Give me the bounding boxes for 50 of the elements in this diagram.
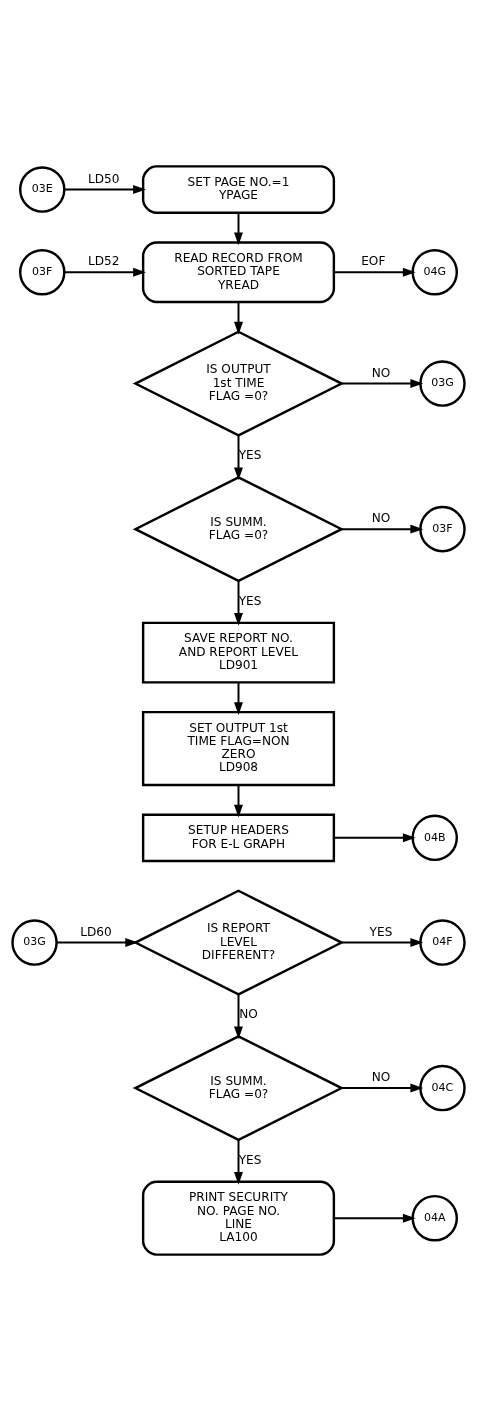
node-box: SET OUTPUT 1st TIME FLAG=NON ZERO LD908	[141, 710, 336, 786]
node-box: PRINT SECURITY NO. PAGE NO. LINE LA100	[141, 1180, 336, 1256]
node-circle: 03G	[419, 359, 466, 407]
arrow	[340, 1083, 424, 1093]
arrow	[340, 524, 424, 534]
node-circle: 04B	[411, 814, 458, 861]
edge-label: LD50	[87, 171, 120, 186]
arrow	[234, 579, 243, 626]
arrow	[234, 681, 243, 715]
edge-label: NO	[239, 1006, 258, 1021]
arrow	[332, 832, 416, 842]
arrow	[234, 783, 243, 818]
node-circle: 03E	[19, 165, 66, 213]
arrow	[55, 937, 139, 947]
node-box: SETUP HEADERS FOR E-L GRAPH	[141, 812, 336, 862]
node-circle: 04C	[419, 1064, 466, 1111]
arrow	[332, 1213, 416, 1223]
edge-label: YES	[369, 924, 393, 939]
edge-label: LD52	[87, 253, 120, 268]
edge-label: YES	[238, 447, 262, 462]
arrow	[234, 1138, 243, 1185]
arrow	[234, 211, 243, 245]
node-circle: 03F	[19, 248, 66, 295]
node-diamond: IS SUMM. FLAG =0?	[132, 1034, 345, 1141]
node-circle: 04F	[419, 918, 466, 966]
edge-label: YES	[238, 1152, 262, 1167]
edge-label: NO	[371, 510, 391, 525]
arrow	[340, 937, 424, 947]
arrow	[340, 378, 424, 388]
arrow	[333, 267, 416, 277]
node-diamond: IS OUTPUT 1st TIME FLAG =0?	[132, 329, 345, 437]
node-box: SAVE REPORT NO. AND REPORT LEVEL LD901	[141, 621, 336, 684]
node-circle: 03F	[419, 505, 466, 552]
node-box: SET PAGE NO.=1 YPAGE	[141, 164, 336, 214]
arrow	[63, 184, 146, 194]
node-circle: 03G	[11, 918, 58, 966]
node-diamond: IS REPORT LEVEL DIFFERENT?	[132, 888, 345, 996]
edge-label: EOF	[361, 253, 386, 268]
edge-label: LD60	[80, 924, 112, 939]
arrow	[234, 993, 243, 1039]
edge-label: YES	[238, 593, 262, 608]
node-circle: 04G	[411, 248, 458, 295]
arrow	[234, 434, 243, 480]
arrow	[63, 267, 146, 277]
edge-label: NO	[371, 365, 391, 380]
node-box: READ RECORD FROM SORTED TAPE YREAD	[141, 240, 336, 303]
node-diamond: IS SUMM. FLAG =0?	[132, 475, 345, 582]
node-circle: 04A	[411, 1194, 458, 1241]
arrow	[234, 300, 243, 335]
edge-label: NO	[371, 1069, 391, 1084]
